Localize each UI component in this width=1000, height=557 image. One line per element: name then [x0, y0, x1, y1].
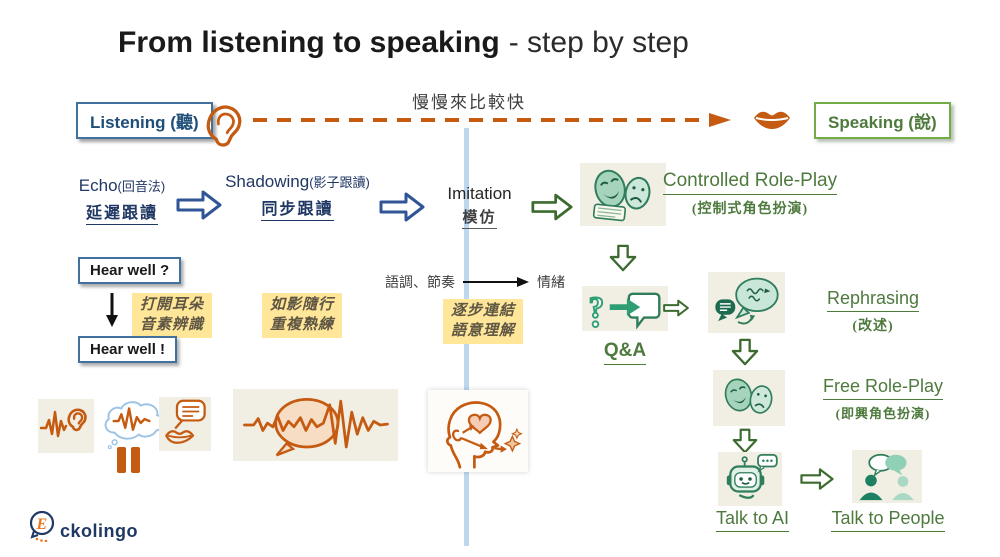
ear-wave-icon: [40, 408, 87, 438]
stage-imitation-en: Imitation: [447, 184, 512, 203]
head-heart-tile: [428, 390, 528, 472]
stage-echo-title: Echo(回音法): [62, 176, 182, 196]
rephrasing-zh: (改述): [852, 319, 894, 334]
hear-well-exclaim-box: Hear well !: [78, 336, 178, 363]
qa-tile: ?: [582, 286, 668, 331]
small-right-arrow-icon: [463, 277, 529, 287]
head-heart-icon: [445, 401, 523, 469]
dashed-arrow: [253, 113, 731, 127]
green-arrow-icon: [531, 193, 573, 221]
speech-bubbles-tile: [708, 272, 785, 333]
logo-initial: E: [36, 516, 48, 533]
note-imitation-line1: 逐步連結: [451, 303, 516, 319]
speech-bubbles-icon: [714, 277, 779, 324]
tone-left: 語調、節奏: [385, 274, 455, 290]
green-down-arrow-icon: [609, 244, 637, 272]
mouth-speech-icon: [165, 399, 206, 444]
note-echo: 打開耳朵 音素辨識: [132, 293, 213, 338]
note-imitation-line2: 語意理解: [451, 322, 516, 339]
waveform-bubble-tile: [233, 389, 398, 461]
listening-box: Listening (聽): [76, 102, 213, 139]
controlled-role-play-title: Controlled Role-Play: [662, 170, 838, 195]
stage-shadowing-en: Shadowing: [225, 172, 310, 191]
label-free-role-play: Free Role-Play (即興角色扮演): [818, 376, 948, 422]
theater-masks-tile: [580, 163, 666, 226]
people-tile: [852, 450, 922, 503]
note-imitation: 逐步連結 語意理解: [443, 299, 524, 344]
note-echo-line2: 音素辨識: [140, 316, 205, 333]
pace-caption: 慢慢來比較快: [412, 93, 526, 112]
tone-note: 語調、節奏 情緒: [385, 272, 565, 292]
note-shadowing-line2: 重複熟練: [270, 316, 335, 333]
blue-arrow-icon: [379, 192, 425, 222]
stage-shadowing-zh: 同步跟讀: [261, 195, 334, 221]
hear-well-question-box: Hear well ?: [78, 257, 182, 284]
green-down-arrow-icon: [731, 338, 759, 366]
stage-echo-zh: 延遲跟讀: [85, 199, 158, 225]
title-main: From listening to speaking: [118, 26, 500, 59]
free-role-play-title: Free Role-Play: [822, 376, 944, 400]
ear-wave-tile: [38, 399, 94, 453]
mouth-speech-tile: [159, 397, 211, 451]
note-shadowing-line1: 如影隨行: [270, 297, 335, 313]
down-arrow-icon: [106, 293, 118, 327]
green-down-arrow-icon: [732, 428, 758, 454]
qa-icon-glyph: ?: [589, 290, 604, 324]
theater-masks-icon: [724, 378, 773, 414]
pause-icon: [117, 447, 140, 473]
label-talk-to-ai: Talk to AI: [705, 508, 800, 532]
robot-tile: [718, 452, 782, 506]
lips-icon: [754, 111, 790, 129]
stage-echo-en: Echo: [78, 176, 118, 195]
qa-icon: ?: [588, 289, 661, 329]
stage-imitation: Imitation 模仿: [432, 184, 527, 229]
stage-imitation-title: Imitation: [432, 184, 527, 204]
stage-echo-paren: (回音法): [117, 179, 166, 194]
label-qa: Q&A: [575, 340, 675, 365]
tone-right: 情緒: [537, 274, 565, 290]
ear-icon: [206, 105, 242, 147]
stage-shadowing-title: Shadowing(影子跟讀): [225, 172, 370, 192]
robot-icon: [726, 454, 778, 499]
stage-imitation-zh: 模仿: [462, 206, 497, 229]
speaking-box: Speaking (說): [814, 102, 951, 139]
theater-masks-tile: [713, 370, 785, 426]
eckolingo-logo: E ckolingo: [28, 510, 138, 542]
blue-arrow-icon: [176, 190, 222, 220]
stage-shadowing: Shadowing(影子跟讀) 同步跟讀: [225, 172, 370, 221]
people-icon: [859, 453, 914, 500]
talk-to-ai-title: Talk to AI: [715, 508, 790, 532]
rephrasing-title: Rephrasing: [826, 288, 920, 312]
theater-masks-icon: [592, 169, 651, 221]
logo-text: ckolingo: [60, 521, 139, 541]
green-arrow-icon: [800, 468, 834, 490]
page-title: From listening to speaking- step by step: [118, 26, 689, 60]
controlled-role-play-zh: (控制式角色扮演): [691, 202, 809, 217]
stage-shadowing-paren: (影子跟讀): [309, 175, 370, 190]
note-echo-line1: 打開耳朵: [140, 297, 205, 313]
title-sub: - step by step: [508, 26, 689, 59]
logo-bubble-icon: E: [29, 510, 55, 542]
green-arrow-icon: [663, 299, 689, 317]
label-rephrasing: Rephrasing (改述): [818, 288, 928, 335]
label-talk-to-people: Talk to People: [828, 508, 948, 532]
thought-cloud-icon: [104, 401, 164, 450]
label-controlled-role-play: Controlled Role-Play (控制式角色扮演): [660, 170, 840, 218]
free-role-play-zh: (即興角色扮演): [835, 406, 931, 421]
talk-to-people-title: Talk to People: [831, 508, 945, 532]
note-shadowing: 如影隨行 重複熟練: [262, 293, 343, 338]
waveform-bubble-icon: [242, 397, 389, 457]
stage-echo: Echo(回音法) 延遲跟讀: [62, 176, 182, 225]
qa-title: Q&A: [603, 340, 647, 365]
